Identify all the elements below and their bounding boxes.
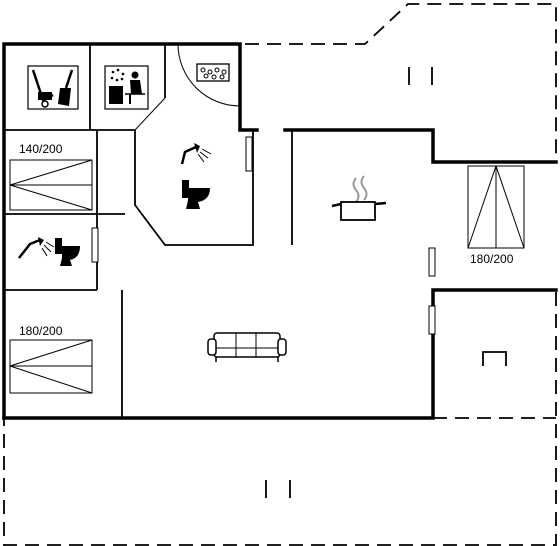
openings: [91, 136, 436, 335]
whirlpool-icon: [196, 63, 230, 82]
interior-walls: [4, 44, 293, 418]
toilet-icon: [182, 180, 210, 209]
whirlpool-area: [177, 43, 241, 107]
bed-label-bedroom-1: 140/200: [19, 142, 63, 156]
bed-140-200: [9, 159, 93, 211]
cooking-pot-icon: [331, 175, 387, 221]
shower-icon: [180, 143, 212, 165]
bed-180-200-right: [467, 165, 525, 249]
bed-label-bedroom-2: 180/200: [19, 324, 63, 338]
bed-label-bedroom-3: 180/200: [470, 252, 514, 266]
terrace-outlines: [3, 3, 557, 546]
bed-180-200-left: [9, 339, 93, 394]
toilet-icon: [55, 238, 80, 266]
sofa-icon: [207, 332, 287, 362]
terrace-markers: [265, 67, 433, 498]
exterior-walls: [2, 42, 558, 420]
shower-icon: [18, 237, 55, 259]
step-marker: [482, 351, 507, 366]
sauna-icon: [104, 65, 149, 110]
vacuum-cleaner-icon: [27, 65, 79, 110]
